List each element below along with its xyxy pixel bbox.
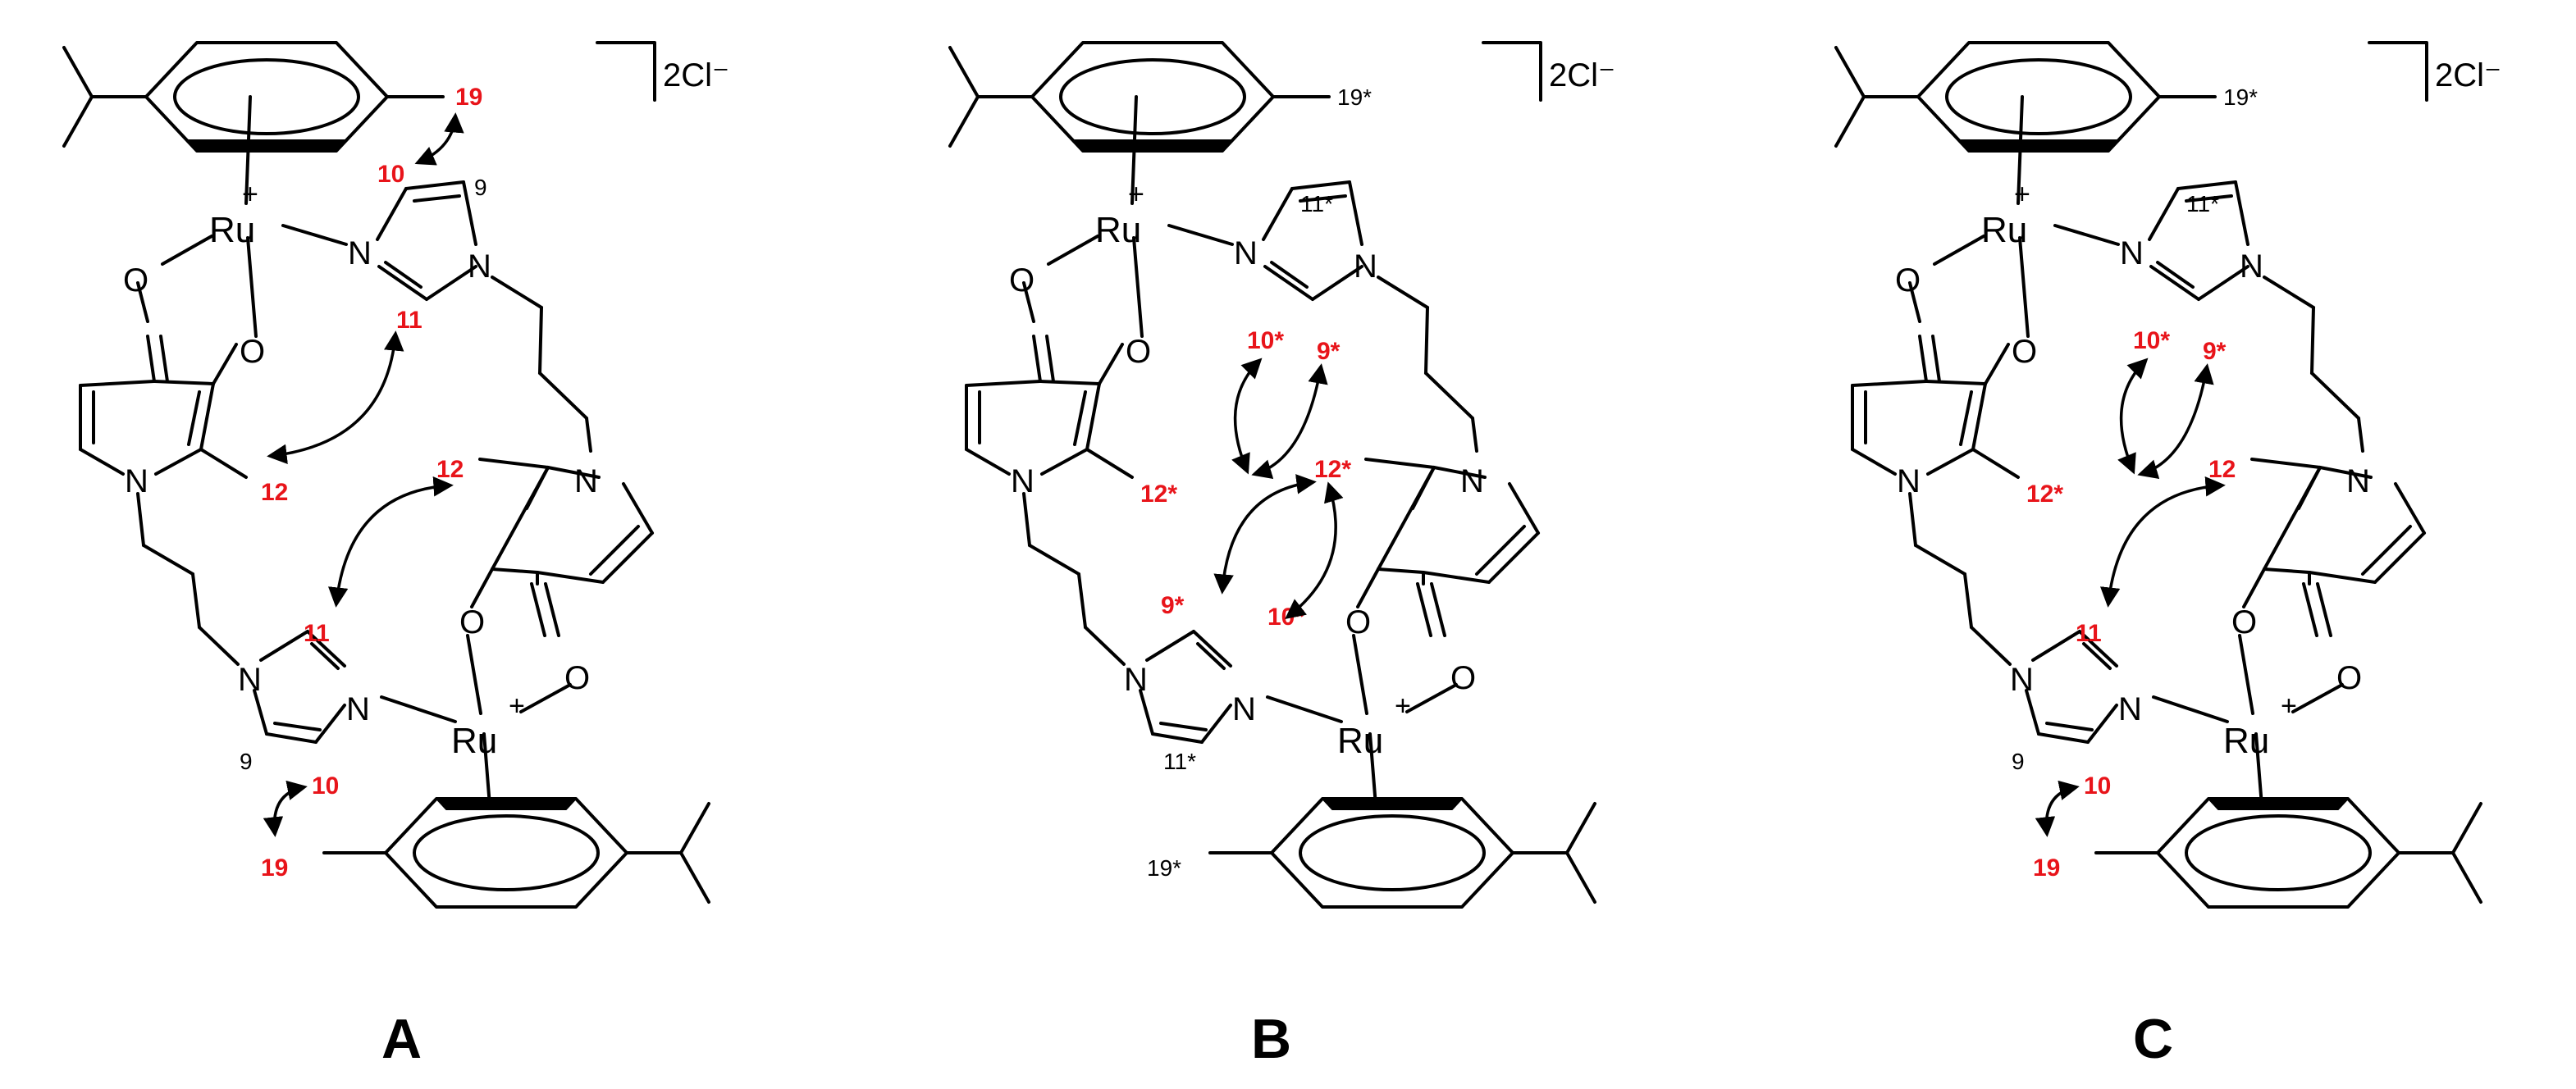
h11-label: 11* xyxy=(1163,749,1196,774)
structure-b-title: B xyxy=(1251,1008,1291,1070)
imidazole-n-label: N xyxy=(468,248,491,285)
structure-c-title: C xyxy=(2133,1008,2173,1070)
counter-ion-label: 2Cl⁻ xyxy=(663,57,729,93)
ru-bottom-label: Ru xyxy=(451,721,497,761)
phenolate-o-label: O xyxy=(1345,604,1371,640)
pyridinone-n-label: N xyxy=(125,463,148,499)
h9-label: 9* xyxy=(2203,338,2227,365)
h19-label: 19 xyxy=(261,854,288,882)
ru-bottom-charge: + xyxy=(509,690,525,722)
h10-label: 10* xyxy=(2133,327,2170,354)
structure-a-title: A xyxy=(381,1008,422,1070)
counter-ion-label: 2Cl⁻ xyxy=(2435,57,2501,93)
imidazole-n-label: N xyxy=(2010,662,2034,698)
noe-arrows xyxy=(2035,358,2226,837)
pyridinone-n-label: N xyxy=(1011,463,1035,499)
phenolate-o-label: O xyxy=(240,334,265,370)
imidazole-n-label: N xyxy=(1354,248,1377,285)
h12-label: 12 xyxy=(261,479,288,506)
h10-label: 10 xyxy=(312,772,339,800)
h9-label: 9* xyxy=(1161,592,1185,619)
h12-label: 12 xyxy=(436,456,464,483)
carbonyl-o-label: O xyxy=(1450,660,1476,696)
h10-label: 10 xyxy=(2084,772,2111,800)
h10-label: 10 xyxy=(377,161,404,188)
h12-label: 12 xyxy=(2208,456,2236,483)
h19-label: 19 xyxy=(455,84,482,111)
h10-label: 10* xyxy=(1247,327,1284,354)
phenolate-o-label: O xyxy=(2231,604,2257,640)
molecule-skeleton xyxy=(1834,41,2482,909)
h12-label: 12* xyxy=(1314,456,1351,483)
imidazole-n-label: N xyxy=(1124,662,1148,698)
ru-top-label: Ru xyxy=(1981,210,2027,250)
ru-bottom-label: Ru xyxy=(1337,721,1383,761)
imidazole-n-label: N xyxy=(1234,235,1258,271)
h9-label: 9* xyxy=(1317,338,1341,365)
h12-label: 12* xyxy=(1140,481,1177,508)
carbonyl-o-label: O xyxy=(1009,262,1035,298)
h19-label: 19 xyxy=(2033,854,2060,882)
h9-label: 9 xyxy=(2012,749,2025,774)
pyridinone-n-label: N xyxy=(1460,463,1484,499)
imidazole-n-label: N xyxy=(2240,248,2263,285)
h11-label: 11* xyxy=(1300,191,1333,216)
carbonyl-o-label: O xyxy=(564,660,590,696)
ru-top-label: Ru xyxy=(209,210,255,250)
ru-bottom-label: Ru xyxy=(2223,721,2269,761)
h11-label: 11 xyxy=(2076,620,2102,647)
counter-ion-label: 2Cl⁻ xyxy=(1549,57,1615,93)
molecule-skeleton xyxy=(948,41,1596,909)
ru-top-charge: + xyxy=(1128,179,1144,210)
structure-a: Ru + N N O O N N O O N N Ru + 2Cl⁻ 19 10… xyxy=(62,41,729,1070)
h11-label: 11 xyxy=(396,307,422,334)
ru-bottom-charge: + xyxy=(2281,690,2297,722)
structure-b: Ru + N N O O N N O O N N Ru + 2Cl⁻ 19* 1… xyxy=(948,41,1615,1070)
structure-c: Ru + N N O O N N O O N N Ru + 2Cl⁻ 19* 1… xyxy=(1834,41,2501,1070)
noe-arrows xyxy=(1213,358,1344,620)
noe-arrows xyxy=(263,112,464,837)
phenolate-o-label: O xyxy=(459,604,485,640)
carbonyl-o-label: O xyxy=(1895,262,1921,298)
carbonyl-o-label: O xyxy=(2336,660,2362,696)
imidazole-n-label: N xyxy=(348,235,372,271)
h11-label: 11 xyxy=(304,620,330,647)
h11-label: 11* xyxy=(2186,191,2219,216)
imidazole-n-label: N xyxy=(2118,691,2142,727)
pyridinone-n-label: N xyxy=(574,463,598,499)
ru-top-label: Ru xyxy=(1095,210,1141,250)
phenolate-o-label: O xyxy=(1126,334,1151,370)
imidazole-n-label: N xyxy=(238,662,262,698)
imidazole-n-label: N xyxy=(346,691,370,727)
imidazole-n-label: N xyxy=(2120,235,2144,271)
h12-label: 12* xyxy=(2026,481,2063,508)
ru-top-charge: + xyxy=(2014,179,2030,210)
carbonyl-o-label: O xyxy=(123,262,148,298)
ru-bottom-charge: + xyxy=(1395,690,1411,722)
ru-top-charge: + xyxy=(242,179,258,210)
h19-label: 19* xyxy=(2223,84,2258,110)
h9-label: 9 xyxy=(240,749,253,774)
h19-label: 19* xyxy=(1337,84,1372,110)
h19-label: 19* xyxy=(1147,855,1181,881)
phenolate-o-label: O xyxy=(2012,334,2037,370)
imidazole-n-label: N xyxy=(1232,691,1256,727)
pyridinone-n-label: N xyxy=(1897,463,1921,499)
pyridinone-n-label: N xyxy=(2346,463,2370,499)
h9-label: 9 xyxy=(474,175,487,200)
